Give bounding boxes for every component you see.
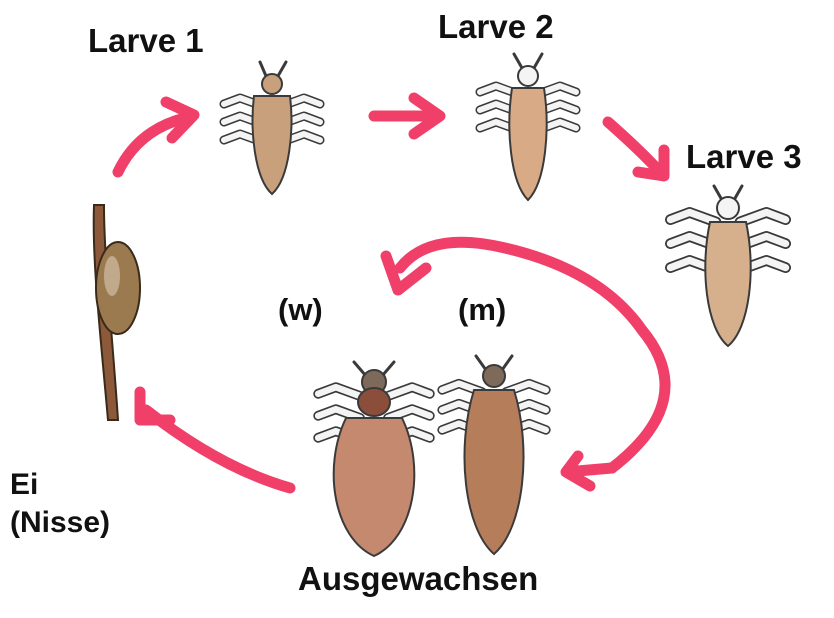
- arrow-larve3-to-adults: [386, 242, 665, 486]
- arrow-adults-to-egg: [140, 392, 290, 488]
- label-female: (w): [278, 292, 323, 328]
- label-adult: Ausgewachsen: [298, 560, 538, 598]
- label-larve-3: Larve 3: [686, 138, 802, 176]
- label-larve-1: Larve 1: [88, 22, 204, 60]
- arrow-egg-to-larve1: [118, 102, 194, 172]
- larva-3-illustration: [670, 186, 785, 346]
- arrow-larve2-to-larve3: [608, 122, 664, 176]
- larva-1-illustration: [224, 62, 320, 194]
- egg-nit-illustration: [94, 205, 140, 420]
- label-male: (m): [458, 292, 506, 328]
- label-larve-2: Larve 2: [438, 8, 554, 46]
- larva-2-illustration: [480, 54, 576, 200]
- adult-male-illustration: [442, 356, 546, 554]
- label-egg: Ei (Nisse): [10, 466, 110, 542]
- arrow-larve1-to-larve2: [374, 98, 440, 134]
- label-egg-alt: (Nisse): [10, 504, 110, 542]
- adult-female-illustration: [318, 362, 430, 556]
- label-egg-name: Ei: [10, 466, 110, 504]
